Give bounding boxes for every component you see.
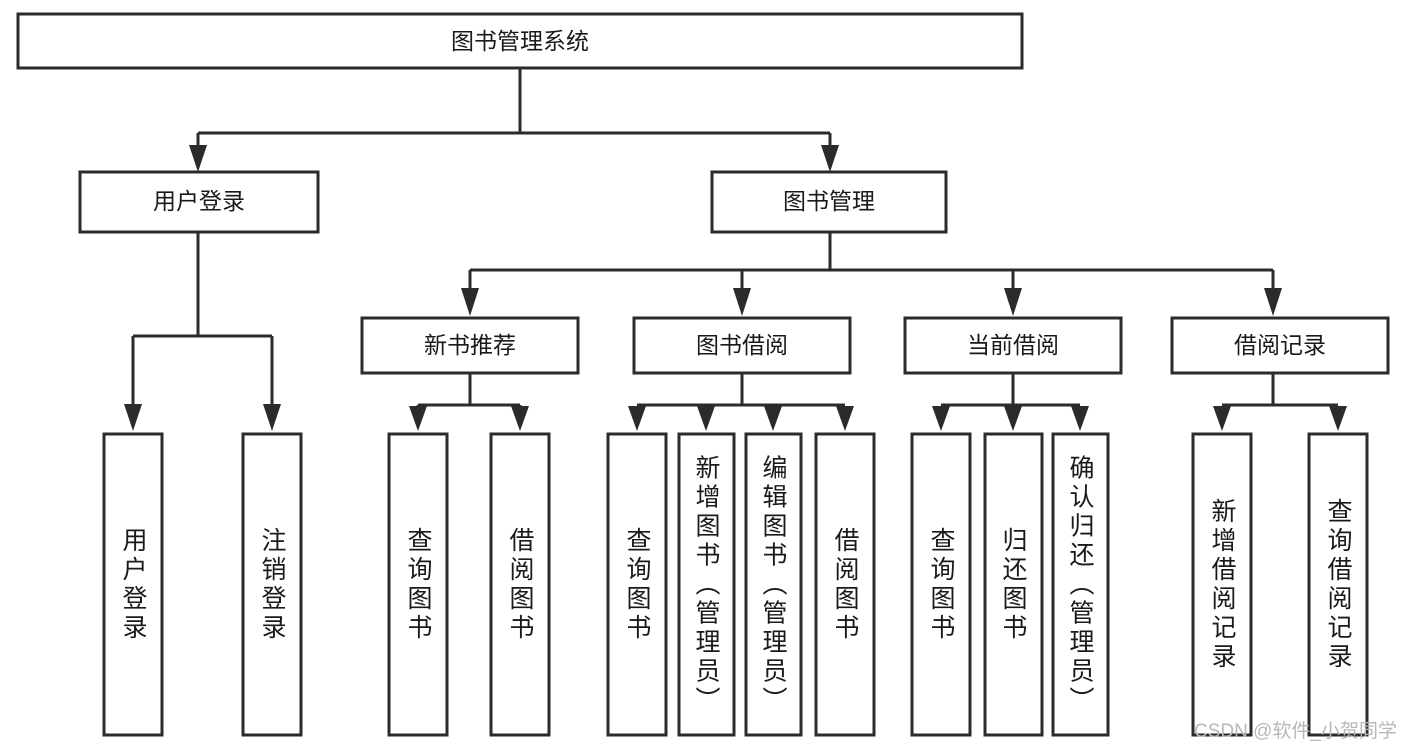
node-root-book-management-system[interactable]: 图书管理系统: [16, 12, 1024, 70]
node-current-borrow-label: 当前借阅: [967, 332, 1059, 358]
leaf-book-borrow-borrow-label: 借阅图书: [831, 527, 860, 643]
node-user-login[interactable]: 用户登录: [78, 170, 320, 234]
node-root-label: 图书管理系统: [451, 28, 589, 54]
node-borrow-record-label: 借阅记录: [1234, 332, 1326, 358]
leaf-current-borrow-query[interactable]: 查询图书: [910, 432, 972, 737]
node-user-login-box[interactable]: [78, 170, 320, 234]
leaf-new-book-query[interactable]: 查询图书: [387, 432, 449, 737]
leaf-borrow-record-add-label: 新增借阅记录: [1208, 498, 1237, 672]
node-book-borrow-box[interactable]: [632, 316, 852, 375]
node-new-book-recommend[interactable]: 新书推荐: [360, 316, 580, 375]
node-borrow-record-box[interactable]: [1170, 316, 1390, 375]
leaf-book-borrow-edit[interactable]: 编辑图书（管理员）: [744, 432, 803, 737]
leaf-book-borrow-borrow-box[interactable]: [814, 432, 876, 737]
leaf-book-borrow-add-label: 新增图书（管理员）: [692, 455, 721, 716]
leaf-book-borrow-edit-label: 编辑图书（管理员）: [759, 455, 788, 716]
arrow-head-current-borrow: [1004, 288, 1022, 316]
arrow-head-borrow-record: [1264, 288, 1282, 316]
node-new-book-recommend-label: 新书推荐: [424, 332, 516, 358]
connector-layer: [124, 68, 1347, 431]
node-book-management-box[interactable]: [710, 170, 948, 234]
leaf-current-borrow-confirm[interactable]: 确认归还（管理员）: [1051, 432, 1110, 737]
node-borrow-record[interactable]: 借阅记录: [1170, 316, 1390, 375]
leaf-book-borrow-add[interactable]: 新增图书（管理员）: [677, 432, 736, 737]
leaf-user-login-login-box[interactable]: [102, 432, 164, 737]
node-book-borrow[interactable]: 图书借阅: [632, 316, 852, 375]
leaf-borrow-record-query[interactable]: 查询借阅记录: [1307, 432, 1369, 737]
arrow-head-nb-leaf-1: [409, 406, 427, 431]
leaf-book-borrow-add-box[interactable]: [677, 432, 736, 737]
leaf-book-borrow-query-box[interactable]: [606, 432, 668, 737]
node-user-login-label: 用户登录: [153, 188, 245, 214]
leaf-new-book-query-box[interactable]: [387, 432, 449, 737]
leaf-current-borrow-return[interactable]: 归还图书: [983, 432, 1044, 737]
arrow-head-br-leaf-2: [1329, 406, 1347, 431]
leaf-borrow-record-add[interactable]: 新增借阅记录: [1191, 432, 1253, 737]
leaf-new-book-borrow-box[interactable]: [489, 432, 551, 737]
leaf-user-login-logout[interactable]: 注销登录: [241, 432, 303, 737]
leaf-book-borrow-borrow[interactable]: 借阅图书: [814, 432, 876, 737]
node-root-box[interactable]: [16, 12, 1024, 70]
leaf-borrow-record-add-box[interactable]: [1191, 432, 1253, 737]
leaf-user-login-login[interactable]: 用户登录: [102, 432, 164, 737]
leaf-user-login-logout-label: 注销登录: [258, 527, 287, 643]
leaf-current-borrow-query-label: 查询图书: [927, 527, 956, 643]
arrow-head-bb-leaf-1: [628, 406, 646, 431]
arrow-head-cb-leaf-3: [1071, 406, 1089, 431]
node-current-borrow[interactable]: 当前借阅: [903, 316, 1123, 375]
arrow-head-cb-leaf-1: [932, 406, 950, 431]
arrow-head-user-login: [189, 145, 207, 172]
leaf-current-borrow-return-label: 归还图书: [999, 527, 1028, 643]
leaf-current-borrow-query-box[interactable]: [910, 432, 972, 737]
arrow-head-leaf-user-login: [124, 404, 142, 431]
leaf-new-book-query-label: 查询图书: [404, 527, 433, 643]
leaf-book-borrow-edit-box[interactable]: [744, 432, 803, 737]
node-book-management-label: 图书管理: [783, 188, 875, 214]
arrow-head-nb-leaf-2: [511, 406, 529, 431]
arrow-head-new-book-recommend: [461, 288, 479, 316]
leaf-new-book-borrow-label: 借阅图书: [506, 527, 535, 643]
leaf-borrow-record-query-box[interactable]: [1307, 432, 1369, 737]
leaf-current-borrow-confirm-box[interactable]: [1051, 432, 1110, 737]
node-book-borrow-label: 图书借阅: [696, 332, 788, 358]
leaf-borrow-record-query-label: 查询借阅记录: [1324, 498, 1353, 672]
leaf-current-borrow-confirm-label: 确认归还（管理员）: [1066, 455, 1095, 716]
node-new-book-recommend-box[interactable]: [360, 316, 580, 375]
leaf-user-login-login-label: 用户登录: [119, 527, 148, 643]
arrow-head-bb-leaf-3: [764, 406, 782, 431]
leaf-book-borrow-query[interactable]: 查询图书: [606, 432, 668, 737]
arrow-head-book-borrow: [733, 288, 751, 316]
node-current-borrow-box[interactable]: [903, 316, 1123, 375]
arrow-head-br-leaf-1: [1213, 406, 1231, 431]
leaf-new-book-borrow[interactable]: 借阅图书: [489, 432, 551, 737]
leaf-current-borrow-return-box[interactable]: [983, 432, 1044, 737]
leaf-book-borrow-query-label: 查询图书: [623, 527, 652, 643]
arrow-head-bb-leaf-2: [697, 406, 715, 431]
node-book-management[interactable]: 图书管理: [710, 170, 948, 234]
leaf-user-login-logout-box[interactable]: [241, 432, 303, 737]
arrow-head-book-manage: [821, 145, 839, 172]
arrow-head-bb-leaf-4: [836, 406, 854, 431]
arrow-head-cb-leaf-2: [1004, 406, 1022, 431]
arrow-head-leaf-logout: [263, 404, 281, 431]
